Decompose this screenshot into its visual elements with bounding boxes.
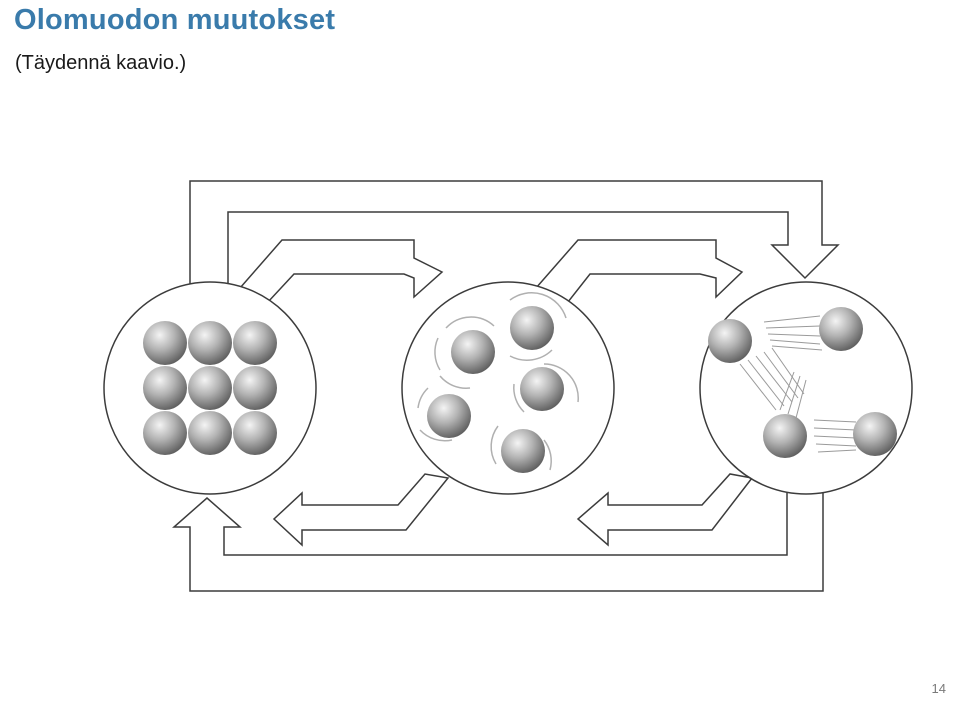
particle bbox=[188, 411, 232, 455]
particle bbox=[143, 321, 187, 365]
gas-particles bbox=[708, 307, 897, 458]
slide-subtitle: (Täydennä kaavio.) bbox=[15, 52, 187, 74]
particle bbox=[233, 366, 277, 410]
particle bbox=[708, 319, 752, 363]
particle bbox=[143, 411, 187, 455]
arrow-liquid-to-solid bbox=[272, 473, 450, 547]
slide-title: Olomuodon muutokset bbox=[14, 4, 336, 36]
particle bbox=[143, 366, 187, 410]
particle bbox=[233, 321, 277, 365]
particle bbox=[188, 366, 232, 410]
particle bbox=[501, 429, 545, 473]
liquid-particles bbox=[417, 292, 579, 473]
particle bbox=[451, 330, 495, 374]
solid-particles bbox=[143, 321, 277, 455]
arrow-gas-to-solid bbox=[172, 479, 824, 592]
particle bbox=[853, 412, 897, 456]
particle bbox=[188, 321, 232, 365]
particle bbox=[819, 307, 863, 351]
arrow-gas-to-liquid bbox=[576, 473, 754, 547]
arrow-solid-to-liquid bbox=[238, 239, 444, 303]
arrow-solid-to-gas bbox=[189, 180, 840, 291]
particle bbox=[510, 306, 554, 350]
particle bbox=[427, 394, 471, 438]
particle bbox=[763, 414, 807, 458]
page-number: 14 bbox=[931, 681, 946, 696]
state-circle-liquid bbox=[401, 281, 615, 495]
state-circle-gas bbox=[699, 281, 913, 495]
arrow-liquid-to-gas bbox=[534, 239, 744, 303]
particle bbox=[520, 367, 564, 411]
particle bbox=[233, 411, 277, 455]
